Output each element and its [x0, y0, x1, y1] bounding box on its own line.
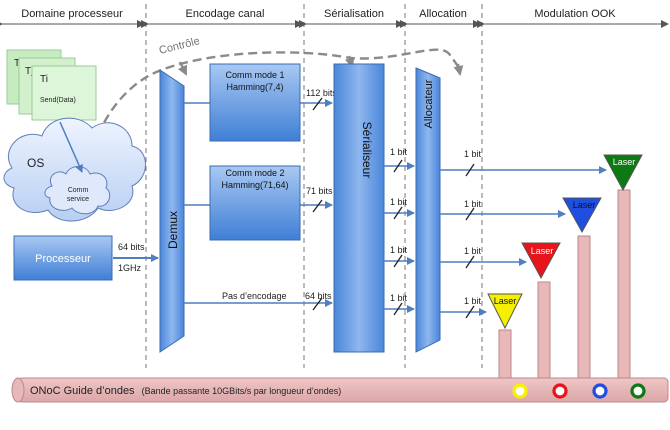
alloc-link-4-bits: 1 bit	[464, 296, 482, 306]
task-to-comm-arrow	[59, 121, 83, 173]
task-label-middle: Tj	[25, 66, 33, 77]
encoder-2-bits: 71 bits	[306, 186, 333, 196]
laser-blue: Laser	[562, 197, 608, 399]
bus-bits-label: 64 bits	[118, 242, 145, 252]
section-label-allocation: Allocation	[419, 8, 467, 20]
laser-yellow-triangle	[487, 293, 523, 330]
ser-slash-4	[393, 302, 403, 316]
section-headers: Domaine processeur Encodage canal Sérial…	[0, 8, 669, 28]
laser-green-triangle	[603, 154, 643, 192]
encoder-1-line1: Comm mode 1	[225, 70, 284, 80]
ser-slash-2	[393, 206, 403, 220]
laser-blue-ring	[592, 383, 608, 399]
laser-red-ring	[552, 383, 568, 399]
laser-red-label: Laser	[531, 246, 554, 256]
no-encoding-slash	[312, 297, 323, 311]
os-cloud: OS Comm service	[3, 117, 146, 222]
encoder-1-bits: 112 bits	[306, 88, 337, 98]
section-dividers	[145, 4, 483, 368]
control-arrow-demux-tip	[177, 61, 188, 76]
alloc-slash-1	[465, 163, 475, 177]
comm-service-line2: service	[67, 196, 89, 203]
laser-red-pillar	[537, 281, 551, 379]
ser-slash-1	[393, 159, 403, 173]
task-label-back: T	[14, 58, 20, 69]
encoder-2-line2: Hamming(71,64)	[221, 180, 288, 190]
allocator-label: Allocateur	[423, 79, 435, 128]
alloc-link-1-bits: 1 bit	[464, 149, 482, 159]
no-encoding-bits: 64 bits	[305, 291, 332, 301]
section-label-encodage: Encodage canal	[186, 8, 265, 20]
control-arrow	[78, 48, 462, 189]
laser-green-ring	[630, 383, 646, 399]
encoder-2-line1: Comm mode 2	[225, 168, 284, 178]
laser-blue-triangle	[562, 197, 602, 234]
laser-green-label: Laser	[613, 157, 636, 167]
waveguide-title: ONoC Guide d’ondes	[30, 385, 135, 397]
laser-yellow: Laser	[487, 293, 528, 399]
os-label: OS	[27, 156, 44, 170]
section-label-modulation: Modulation OOK	[534, 8, 616, 20]
laser-red: Laser	[521, 242, 568, 399]
task-stack: T Tj Ti Send(Data)	[6, 49, 97, 121]
waveguide-label: ONoC Guide d’ondes (Bande passante 10GBi…	[30, 385, 341, 397]
serializer-box	[333, 63, 385, 353]
alloc-slash-4	[465, 305, 475, 319]
laser-yellow-pillar	[498, 329, 512, 379]
ser-link-3-bits: 1 bit	[390, 245, 408, 255]
bus-freq-label: 1GHz	[118, 263, 142, 273]
laser-blue-label: Laser	[573, 200, 596, 210]
control-label: Contrôle	[158, 35, 201, 57]
laser-green-pillar	[617, 189, 631, 379]
section-label-serialisation: Sérialisation	[324, 8, 384, 20]
ser-link-1-bits: 1 bit	[390, 147, 408, 157]
serializer-links: 1 bit 1 bit 1 bit 1 bit	[384, 147, 415, 316]
encoder-1-box	[209, 63, 301, 142]
encoder-2-box	[209, 165, 301, 241]
encoder-1-slash	[312, 97, 323, 111]
encoder-1-line2: Hamming(7,4)	[226, 82, 283, 92]
waveguide-end	[11, 377, 25, 403]
control-arrow-allocator-tip	[453, 63, 464, 76]
processor-label: Processeur	[35, 253, 91, 265]
laser-yellow-label: Laser	[494, 296, 517, 306]
allocator-links: 1 bit 1 bit 1 bit 1 bit	[440, 149, 607, 319]
ser-link-2-bits: 1 bit	[390, 197, 408, 207]
serializer-label: Sérialiseur	[360, 122, 374, 179]
waveguide-subtitle: (Bande passante 10GBits/s par longueur d…	[142, 386, 342, 396]
demux-label: Demux	[166, 211, 180, 249]
laser-blue-pillar	[577, 235, 591, 379]
encoder-links	[184, 99, 333, 307]
task-label-front: Ti	[40, 74, 48, 85]
demux-shape	[159, 69, 185, 353]
allocator-shape	[415, 67, 441, 353]
comm-service-line1: Comm	[68, 187, 89, 194]
alloc-slash-3	[465, 255, 475, 269]
alloc-link-2-bits: 1 bit	[464, 199, 482, 209]
alloc-slash-2	[465, 207, 475, 221]
comm-service-cloud	[44, 166, 111, 215]
no-encoding-label: Pas d’encodage	[222, 291, 287, 301]
alloc-link-3-bits: 1 bit	[464, 246, 482, 256]
encoder-2-slash	[312, 199, 323, 213]
ser-slash-3	[393, 254, 403, 268]
laser-yellow-ring	[512, 383, 528, 399]
processor-box	[13, 235, 113, 281]
ser-link-4-bits: 1 bit	[390, 293, 408, 303]
waveguide: ONoC Guide d’ondes (Bande passante 10GBi…	[11, 377, 669, 403]
laser-green: Laser	[603, 154, 646, 399]
section-label-domaine: Domaine processeur	[21, 8, 123, 20]
task-send-label: Send(Data)	[40, 97, 76, 104]
laser-red-triangle	[521, 242, 561, 280]
